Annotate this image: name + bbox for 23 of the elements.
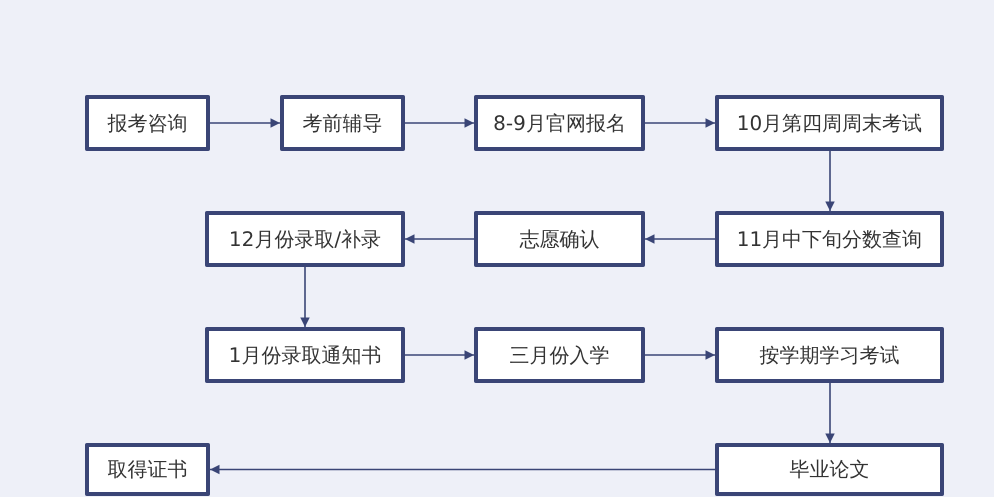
arrow (405, 350, 474, 360)
arrow (825, 151, 835, 211)
process-box: 按学期学习考试 (715, 327, 944, 383)
process-box: 考前辅导 (280, 95, 405, 151)
process-box: 1月份录取通知书 (205, 327, 405, 383)
process-box: 毕业论文 (715, 443, 944, 496)
process-box: 12月份录取/补录 (205, 211, 405, 267)
arrow (645, 234, 715, 244)
arrow (210, 464, 715, 474)
process-box: 11月中下旬分数查询 (715, 211, 944, 267)
process-box: 取得证书 (85, 443, 210, 496)
arrow (645, 350, 715, 360)
process-box: 10月第四周周末考试 (715, 95, 944, 151)
arrow (825, 383, 835, 443)
arrow (300, 267, 310, 327)
process-box: 报考咨询 (85, 95, 210, 151)
arrow (210, 118, 280, 128)
process-box: 志愿确认 (474, 211, 645, 267)
arrow (405, 118, 474, 128)
arrow (405, 234, 474, 244)
process-box: 三月份入学 (474, 327, 645, 383)
process-box: 8-9月官网报名 (474, 95, 645, 151)
arrow (645, 118, 715, 128)
